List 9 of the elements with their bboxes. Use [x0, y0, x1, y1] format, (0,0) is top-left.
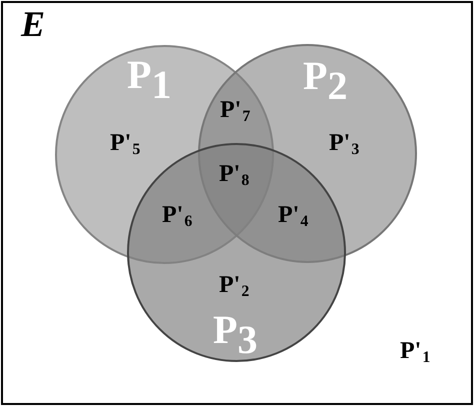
region-label: P'$_{1}$ [400, 339, 430, 363]
region-label: P'$_{3}$ [329, 131, 360, 155]
region-label: P'$_{6}$ [162, 203, 192, 227]
region-label: P'$_{8}$ [219, 162, 250, 186]
region-label: P'$_{5}$ [110, 131, 140, 155]
set-label: E [21, 6, 46, 42]
region-label: P'$_{4}$ [278, 203, 308, 227]
region-label: P'$_{7}$ [220, 98, 250, 122]
region-label: P'$_{2}$ [219, 273, 250, 297]
